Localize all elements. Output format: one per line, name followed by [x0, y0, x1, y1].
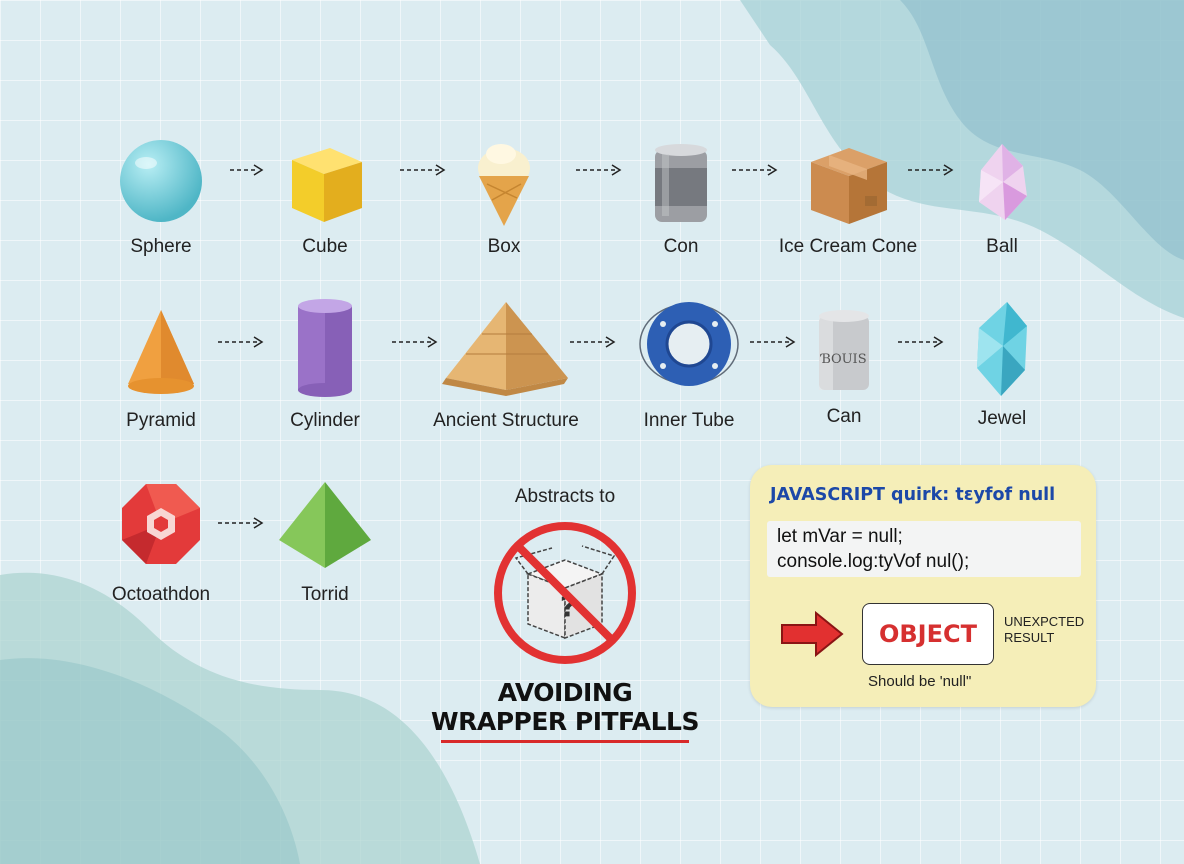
pink-crystal-icon: [979, 144, 1027, 220]
pitfall-title-line2: WRAPPER PITFALLS: [431, 707, 699, 736]
dashed-arrow-icon: [750, 336, 796, 348]
shape-label: Box: [487, 236, 521, 257]
javascript-quirk-card: JAVASCRIPT quirk: tεyfof null let mVar =…: [750, 465, 1096, 707]
shape-label: Can: [826, 406, 862, 427]
unexpected-line2: RESULT: [1004, 630, 1055, 645]
dashed-arrow-icon: [392, 336, 438, 348]
shape-label: Pyramid: [126, 410, 196, 431]
shape-label: Ancient Structure: [433, 410, 579, 431]
cardboard-box-icon: [811, 148, 887, 224]
pitfall-title-line1: AVOIDING: [497, 678, 633, 707]
dashed-arrow-icon: [576, 164, 622, 176]
shape-item-ball: Ball: [927, 140, 1077, 258]
cone-icon: [128, 310, 194, 394]
dashed-arrow-icon: [230, 164, 264, 176]
shape-item-ice-cream-cone: Ice Cream Cone: [773, 140, 923, 258]
should-be-note: Should be 'null": [868, 673, 972, 690]
cylinder-icon: [298, 299, 352, 397]
shape-item-cube: Cube: [250, 140, 400, 258]
shape-item-inner-tube: Inner Tube: [614, 294, 764, 432]
shape-item-jewel: Jewel: [927, 298, 1077, 430]
pyramid-icon: [442, 302, 568, 396]
dashed-arrow-icon: [218, 517, 264, 529]
shape-item-pyramid: Pyramid: [86, 304, 236, 432]
shape-item-ancient-structure: Ancient Structure: [431, 294, 581, 432]
silver-can-icon: ƁOUIS: [819, 310, 869, 390]
dashed-arrow-icon: [570, 336, 616, 348]
unexpected-line1: UNEXPCTED: [1004, 614, 1085, 629]
shape-label: Octoathdon: [111, 584, 211, 605]
soda-can-icon: [655, 144, 707, 222]
shape-label: Ball: [986, 236, 1018, 257]
abstracts-label: Abstracts to: [514, 486, 616, 507]
shape-item-torrid: Torrid: [250, 478, 400, 606]
dashed-arrow-icon: [908, 164, 954, 176]
blue-crystal-icon: [977, 302, 1027, 396]
shape-label: Con: [663, 236, 699, 257]
can-label-text: ƁOUIS: [819, 352, 866, 367]
result-object-box: OBJECT: [862, 603, 994, 665]
shape-label: Cylinder: [290, 410, 360, 431]
shape-item-cylinder: Cylinder: [250, 294, 400, 432]
shape-label: Jewel: [977, 408, 1027, 429]
dashed-arrow-icon: [218, 336, 264, 348]
pitfall-title: AVOIDING WRAPPER PITFALLS: [430, 678, 700, 736]
dashed-arrow-icon: [400, 164, 446, 176]
shape-item-can: ƁOUIS Can: [769, 306, 919, 428]
shape-item-con: Con: [606, 140, 756, 258]
shape-label: Inner Tube: [643, 410, 735, 431]
unexpected-result-label: UNEXPCTED RESULT: [1004, 614, 1084, 646]
code-snippet: let mVar = null; console.log:tyVof nul()…: [767, 521, 1081, 577]
code-line: let mVar = null;: [777, 526, 903, 547]
shape-item-sphere: Sphere: [86, 140, 236, 258]
dashed-arrow-icon: [732, 164, 778, 176]
card-title: JAVASCRIPT quirk: tεyfof null: [770, 485, 1056, 505]
sphere-icon: [120, 140, 202, 222]
life-ring-icon: [639, 302, 739, 386]
shape-label: Cube: [302, 236, 348, 257]
pitfall-section: Abstracts to ? AVOIDING WRAPPER PITFALLS: [430, 486, 700, 743]
shape-label: Ice Cream Cone: [778, 236, 918, 257]
pitfall-title-underline: [441, 740, 689, 743]
shape-item-box: Box: [429, 140, 579, 258]
red-arrow-icon: [781, 611, 844, 657]
dashed-arrow-icon: [898, 336, 944, 348]
shape-item-octoathdon: Octoathdon: [86, 478, 236, 606]
green-pyramid-icon: [279, 482, 371, 568]
octagon-gem-icon: [122, 484, 200, 564]
shape-label: Torrid: [301, 584, 349, 605]
cube-icon: [292, 148, 362, 222]
no-box-prohibited-icon: ?: [494, 522, 636, 664]
shape-label: Sphere: [130, 236, 192, 257]
code-line: console.log:tyVof nul();: [777, 551, 970, 572]
ice-cream-cone-icon: [478, 144, 530, 226]
